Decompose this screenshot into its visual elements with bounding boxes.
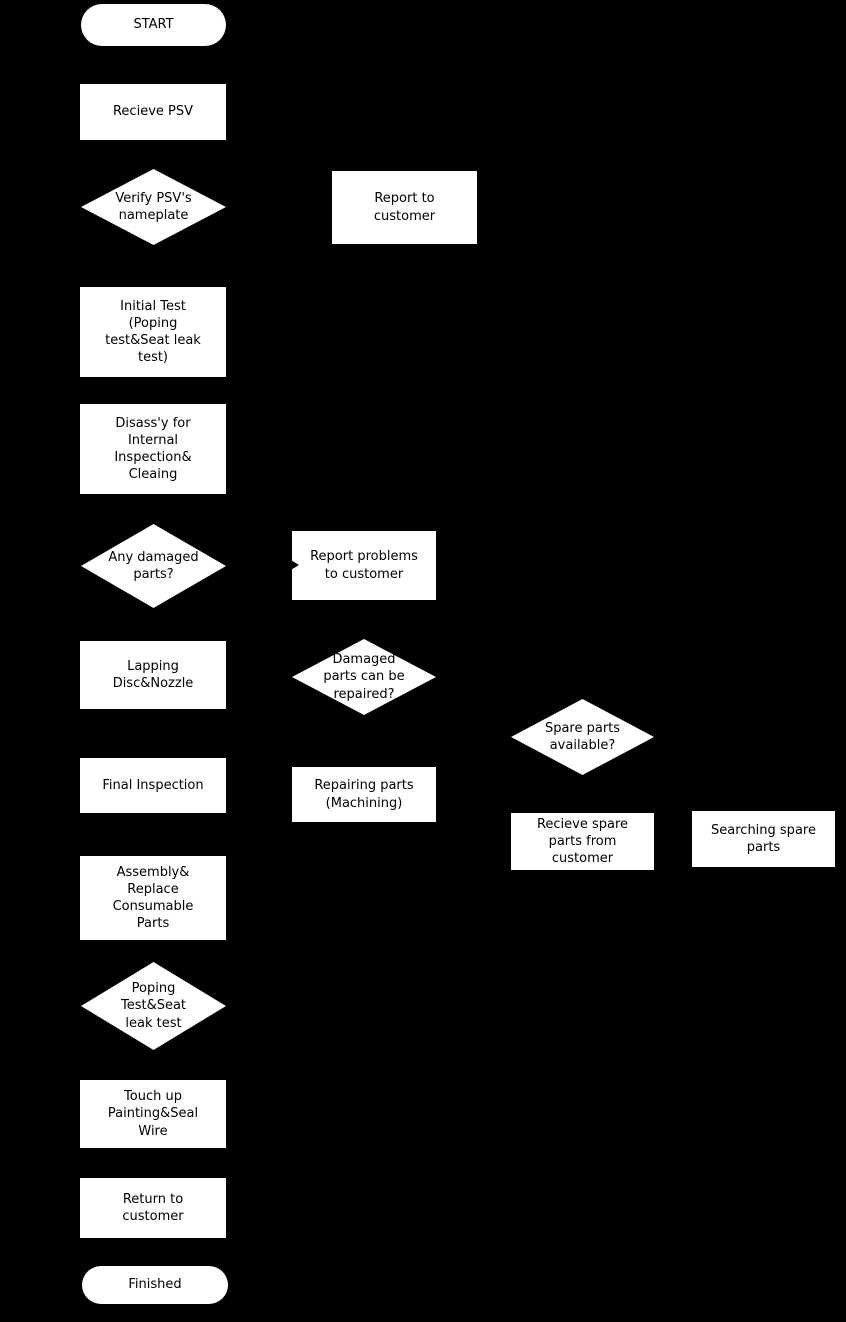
node-poping-test-decision: Poping Test&Seat leak test — [81, 962, 226, 1050]
node-recieve-psv: Recieve PSV — [80, 84, 226, 140]
node-disassembly-inspection: Disass'y for Internal Inspection& Cleain… — [80, 404, 226, 494]
node-start-terminator: START — [81, 4, 226, 46]
node-searching-spare-parts: Searching spare parts — [692, 811, 835, 867]
node-spare-available-decision: Spare parts available? — [511, 699, 654, 775]
node-lapping-disc-nozzle: Lapping Disc&Nozzle — [80, 641, 226, 709]
connector-arrowhead-icon — [289, 559, 299, 571]
node-assembly-replace-parts: Assembly& Replace Consumable Parts — [80, 856, 226, 940]
node-final-inspection: Final Inspection — [80, 758, 226, 813]
node-touch-up-painting: Touch up Painting&Seal Wire — [80, 1080, 226, 1148]
node-initial-test: Initial Test (Poping test&Seat leak test… — [80, 287, 226, 377]
node-repairing-parts: Repairing parts (Machining) — [292, 767, 436, 822]
node-damaged-repairable-decision: Damaged parts can be repaired? — [292, 639, 436, 715]
node-report-problems: Report problems to customer — [292, 531, 436, 600]
node-any-damaged-parts-decision: Any damaged parts? — [81, 524, 226, 608]
node-verify-nameplate-decision: Verify PSV's nameplate — [81, 169, 226, 245]
node-return-to-customer: Return to customer — [80, 1178, 226, 1238]
node-report-to-customer: Report to customer — [332, 171, 477, 244]
node-finished-terminator: Finished — [82, 1266, 228, 1304]
node-recieve-spare-parts: Recieve spare parts from customer — [511, 813, 654, 870]
